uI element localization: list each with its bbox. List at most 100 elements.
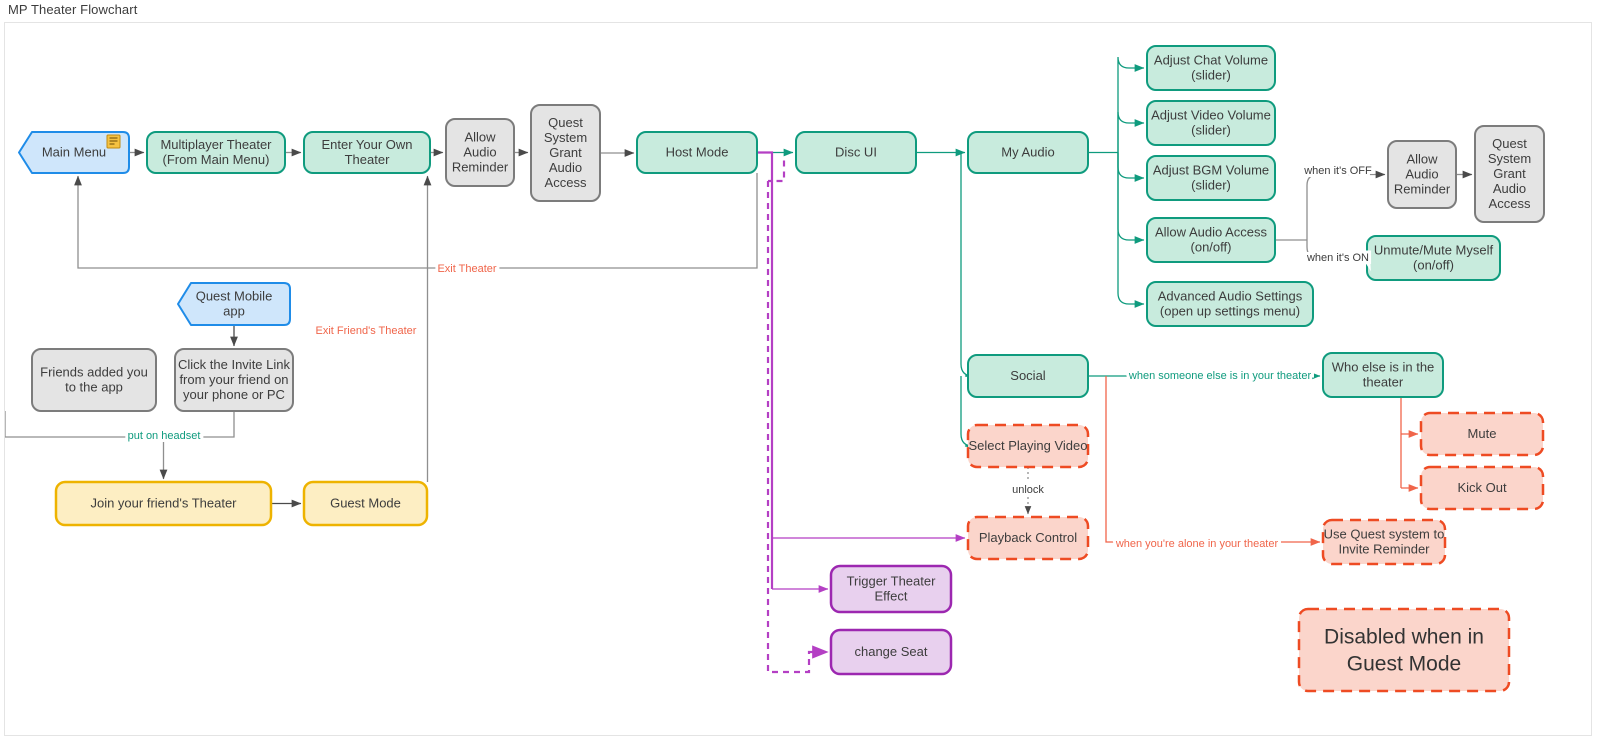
node-label: Multiplayer Theater(From Main Menu): [160, 137, 272, 167]
node-shape: [1146, 100, 1276, 146]
node-social[interactable]: Social: [967, 354, 1089, 398]
node-label: Join your friend's Theater: [90, 496, 237, 511]
node-shape: [1146, 45, 1276, 91]
node-shape: [1419, 411, 1545, 457]
node-label: Social: [1010, 368, 1046, 383]
node-label: Advanced Audio Settings(open up settings…: [1158, 289, 1303, 319]
node-allow-audio-access[interactable]: Allow Audio Access(on/off): [1146, 217, 1276, 263]
node-unmute-mute-myself[interactable]: Unmute/Mute Myself(on/off): [1366, 235, 1501, 281]
node-shape: [966, 423, 1090, 469]
note-badge-lines: [109, 137, 118, 145]
flowchart-svg: Main Menu Multiplayer Theater(From Main M…: [5, 45, 1545, 693]
node-label: Main Menu: [42, 145, 106, 160]
node-change-seat[interactable]: change Seat: [829, 628, 953, 676]
edge-label-text: when it's ON: [1306, 252, 1369, 264]
node-label: Mute: [1468, 426, 1497, 441]
node-shape: [302, 480, 429, 527]
node-adjust-bgm-volume[interactable]: Adjust BGM Volume(slider): [1146, 155, 1276, 201]
node-join-your-friends-theater[interactable]: Join your friend's Theater: [54, 480, 273, 527]
node-advanced-audio-settings[interactable]: Advanced Audio Settings(open up settings…: [1146, 281, 1314, 327]
node-label: Host Mode: [666, 145, 729, 160]
edge-invite-join: [163, 411, 235, 438]
edge-host-purple-bus: [757, 151, 774, 589]
node-guest-mode[interactable]: Guest Mode: [302, 480, 429, 527]
node-layer: Main Menu Multiplayer Theater(From Main M…: [18, 45, 1545, 693]
node-host-mode[interactable]: Host Mode: [636, 131, 758, 174]
node-adjust-chat-volume[interactable]: Adjust Chat Volume(slider): [1146, 45, 1276, 91]
node-select-playing-video[interactable]: Select Playing Video: [966, 423, 1090, 469]
node-shape: [31, 348, 157, 412]
node-main-menu[interactable]: Main Menu: [18, 131, 130, 174]
edge-label-when-someone-else: when someone else is in your theaterwhen…: [1125, 367, 1315, 385]
node-shape: [967, 131, 1089, 174]
node-shape: [829, 564, 953, 614]
node-shape: [174, 348, 294, 412]
edge-myaudio-to-allow-audio-access: [1117, 152, 1145, 244]
node-shape: [530, 104, 601, 202]
node-multiplayer-theater[interactable]: Multiplayer Theater(From Main Menu): [146, 131, 286, 174]
edge-label-text: when it's OFF: [1303, 165, 1372, 177]
node-shape: [445, 118, 515, 187]
edge-label-halo: when it's OFF: [1303, 165, 1372, 177]
edge-aaa-on: [1306, 240, 1365, 262]
node-playback-control[interactable]: Playback Control: [966, 515, 1090, 561]
edge-myaudio-to-adjust-video-volume: [1117, 111, 1145, 153]
node-shape: [303, 131, 431, 174]
node-disc-ui[interactable]: Disc UI: [795, 131, 917, 174]
edge-label-text: Exit Theater: [437, 263, 496, 275]
node-label: Playback Control: [979, 530, 1077, 545]
node-shape: [18, 131, 130, 174]
edge-myaudio-to-advanced-audio-settings: [1117, 152, 1145, 308]
diagram-canvas: Main Menu Multiplayer Theater(From Main M…: [4, 22, 1592, 736]
edge-label-halo: when someone else is in your theater: [1128, 370, 1312, 382]
node-kick-out[interactable]: Kick Out: [1419, 465, 1545, 511]
node-label: Allow Audio Access(on/off): [1155, 225, 1268, 255]
node-shape: [829, 628, 953, 676]
node-shape: [1366, 235, 1501, 281]
edge-host-purple-dashed: [768, 160, 786, 183]
edge-label-text: unlock: [1012, 484, 1044, 496]
edge-label-halo: unlock: [1012, 484, 1044, 496]
node-shape: [795, 131, 917, 174]
node-label: Kick Out: [1457, 480, 1507, 495]
edge-myaudio-to-adjust-chat-volume: [1117, 56, 1145, 153]
edge-purple-dashed-changeseat: [766, 181, 829, 674]
node-label: Disc UI: [835, 145, 877, 160]
node-adjust-video-volume[interactable]: Adjust Video Volume(slider): [1146, 100, 1276, 146]
node-my-audio[interactable]: My Audio: [967, 131, 1089, 174]
page-title: MP Theater Flowchart: [8, 2, 138, 17]
edge-label-halo: Exit Theater: [437, 263, 496, 275]
edge-label-halo: when you're alone in your theater: [1115, 538, 1279, 550]
node-shape: [1474, 125, 1545, 223]
node-mute[interactable]: Mute: [1419, 411, 1545, 457]
node-label: Select Playing Video: [968, 438, 1087, 453]
edge-label-halo: when it's ON: [1306, 252, 1369, 264]
edge-aaa-off: [1306, 170, 1386, 240]
